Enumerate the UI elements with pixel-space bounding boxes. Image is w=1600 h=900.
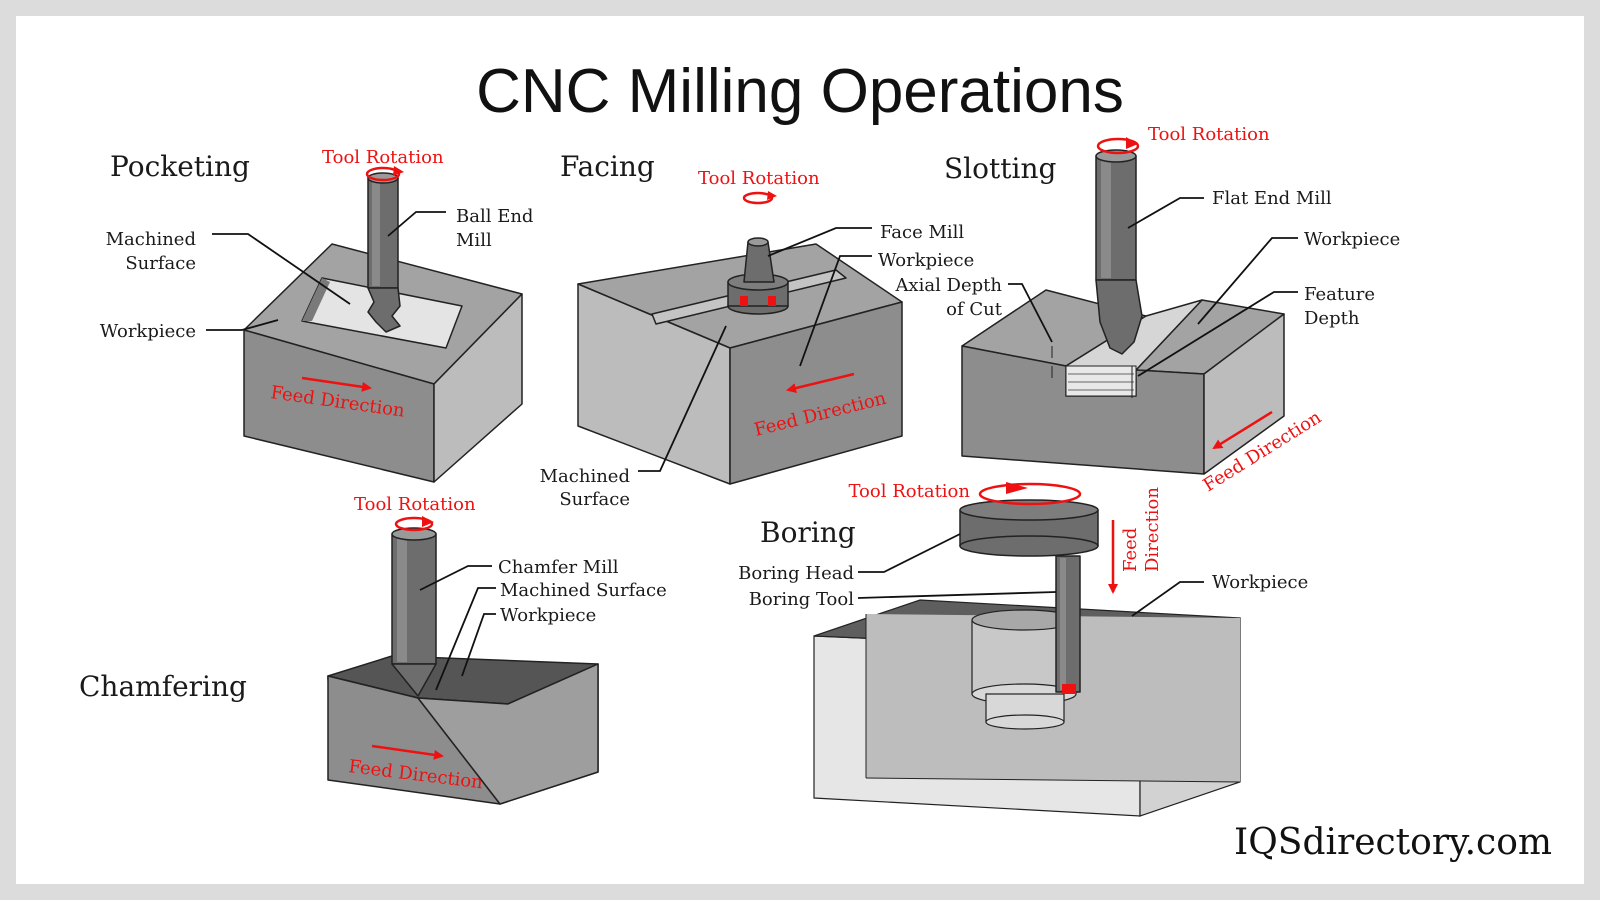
- pocketing-section: Pocketing Tool Rotation Ball End Mill Ma…: [100, 147, 533, 483]
- slotting-workpiece-label: Workpiece: [1304, 229, 1400, 250]
- chamfering-title: Chamfering: [79, 670, 247, 703]
- boring-tool-label: Boring Tool: [749, 589, 855, 610]
- boring-title: Boring: [760, 516, 856, 549]
- facing-workpiece: [577, 243, 903, 485]
- boring-feed-label-line2: Direction: [1142, 487, 1163, 572]
- slotting-title: Slotting: [944, 152, 1056, 185]
- boring-workpiece-label: Workpiece: [1212, 572, 1308, 593]
- slotting-rotation-arrow-icon: [1096, 137, 1140, 155]
- pocketing-tool-label-line1: Ball End: [456, 206, 533, 227]
- flat-end-mill: [1095, 149, 1143, 355]
- chamfer-mill: [391, 527, 437, 697]
- chamfering-workpiece-label: Workpiece: [500, 605, 596, 626]
- slotting-feed-arrow-icon: [1212, 410, 1273, 450]
- chamfering-surface-label: Machined Surface: [500, 580, 667, 601]
- slotting-tool-rotation-label: Tool Rotation: [1148, 124, 1270, 145]
- facing-tool-label: Face Mill: [880, 222, 964, 243]
- chamfering-feed-arrow-icon: [371, 744, 444, 760]
- brand-watermark: IQSdirectory.com: [1234, 822, 1552, 863]
- facing-surface-label-line1: Machined: [540, 466, 630, 487]
- boring-head-label: Boring Head: [738, 563, 854, 584]
- chamfering-tool-rotation-label: Tool Rotation: [354, 494, 476, 515]
- chamfering-section: Chamfering Tool Rotation Chamfer Mill Ma…: [79, 494, 667, 805]
- facing-section: Facing Tool Rotation Face Mill Workpiece…: [540, 150, 975, 510]
- boring-tool-rotation-label: Tool Rotation: [848, 481, 970, 502]
- facing-rotation-arrow-icon: [742, 191, 777, 205]
- slot-layers: [1065, 365, 1137, 397]
- pocketing-feed-arrow-icon: [301, 376, 372, 392]
- page-title: CNC Milling Operations: [476, 57, 1124, 126]
- facing-feed-arrow-icon: [786, 372, 855, 393]
- boring-workpiece: [813, 599, 1241, 817]
- facing-surface-label-line2: Surface: [559, 489, 630, 510]
- slotting-axial-label-line2: of Cut: [946, 299, 1003, 320]
- milling-diagram: CNC Milling Operations Pocketing Tool Ro…: [79, 57, 1552, 863]
- diagram-frame: CNC Milling Operations Pocketing Tool Ro…: [16, 16, 1584, 884]
- slotting-feature-label-line2: Depth: [1304, 308, 1360, 329]
- boring-feed-label-line1: Feed: [1120, 528, 1141, 572]
- chamfering-rotation-arrow-icon: [394, 516, 434, 532]
- pocketing-workpiece-label: Workpiece: [100, 321, 196, 342]
- boring-section: Boring Tool Rotation: [738, 481, 1308, 817]
- pocketing-tool-rotation-label: Tool Rotation: [322, 147, 444, 168]
- pocketing-surface-label-line2: Surface: [125, 253, 196, 274]
- pocketing-title: Pocketing: [110, 150, 250, 183]
- boring-head: [959, 499, 1099, 694]
- pocketing-surface-label-line1: Machined: [106, 229, 196, 250]
- facing-workpiece-label: Workpiece: [878, 250, 974, 271]
- slotting-feature-label-line1: Feature: [1304, 284, 1375, 305]
- chamfering-tool-label: Chamfer Mill: [498, 557, 619, 578]
- slotting-tool-label: Flat End Mill: [1212, 188, 1332, 209]
- ball-end-mill: [367, 172, 401, 333]
- facing-tool-rotation-label: Tool Rotation: [698, 168, 820, 189]
- pocketing-rotation-arrow-icon: [365, 166, 404, 182]
- facing-title: Facing: [560, 150, 655, 183]
- pocketing-tool-label-line2: Mill: [456, 230, 492, 251]
- boring-rotation-arrow-icon: [978, 482, 1082, 506]
- slotting-axial-label-line1: Axial Depth: [894, 275, 1002, 296]
- slotting-section: Slotting Tool Rotation Flat End Mill: [894, 124, 1400, 496]
- face-mill: [727, 237, 789, 315]
